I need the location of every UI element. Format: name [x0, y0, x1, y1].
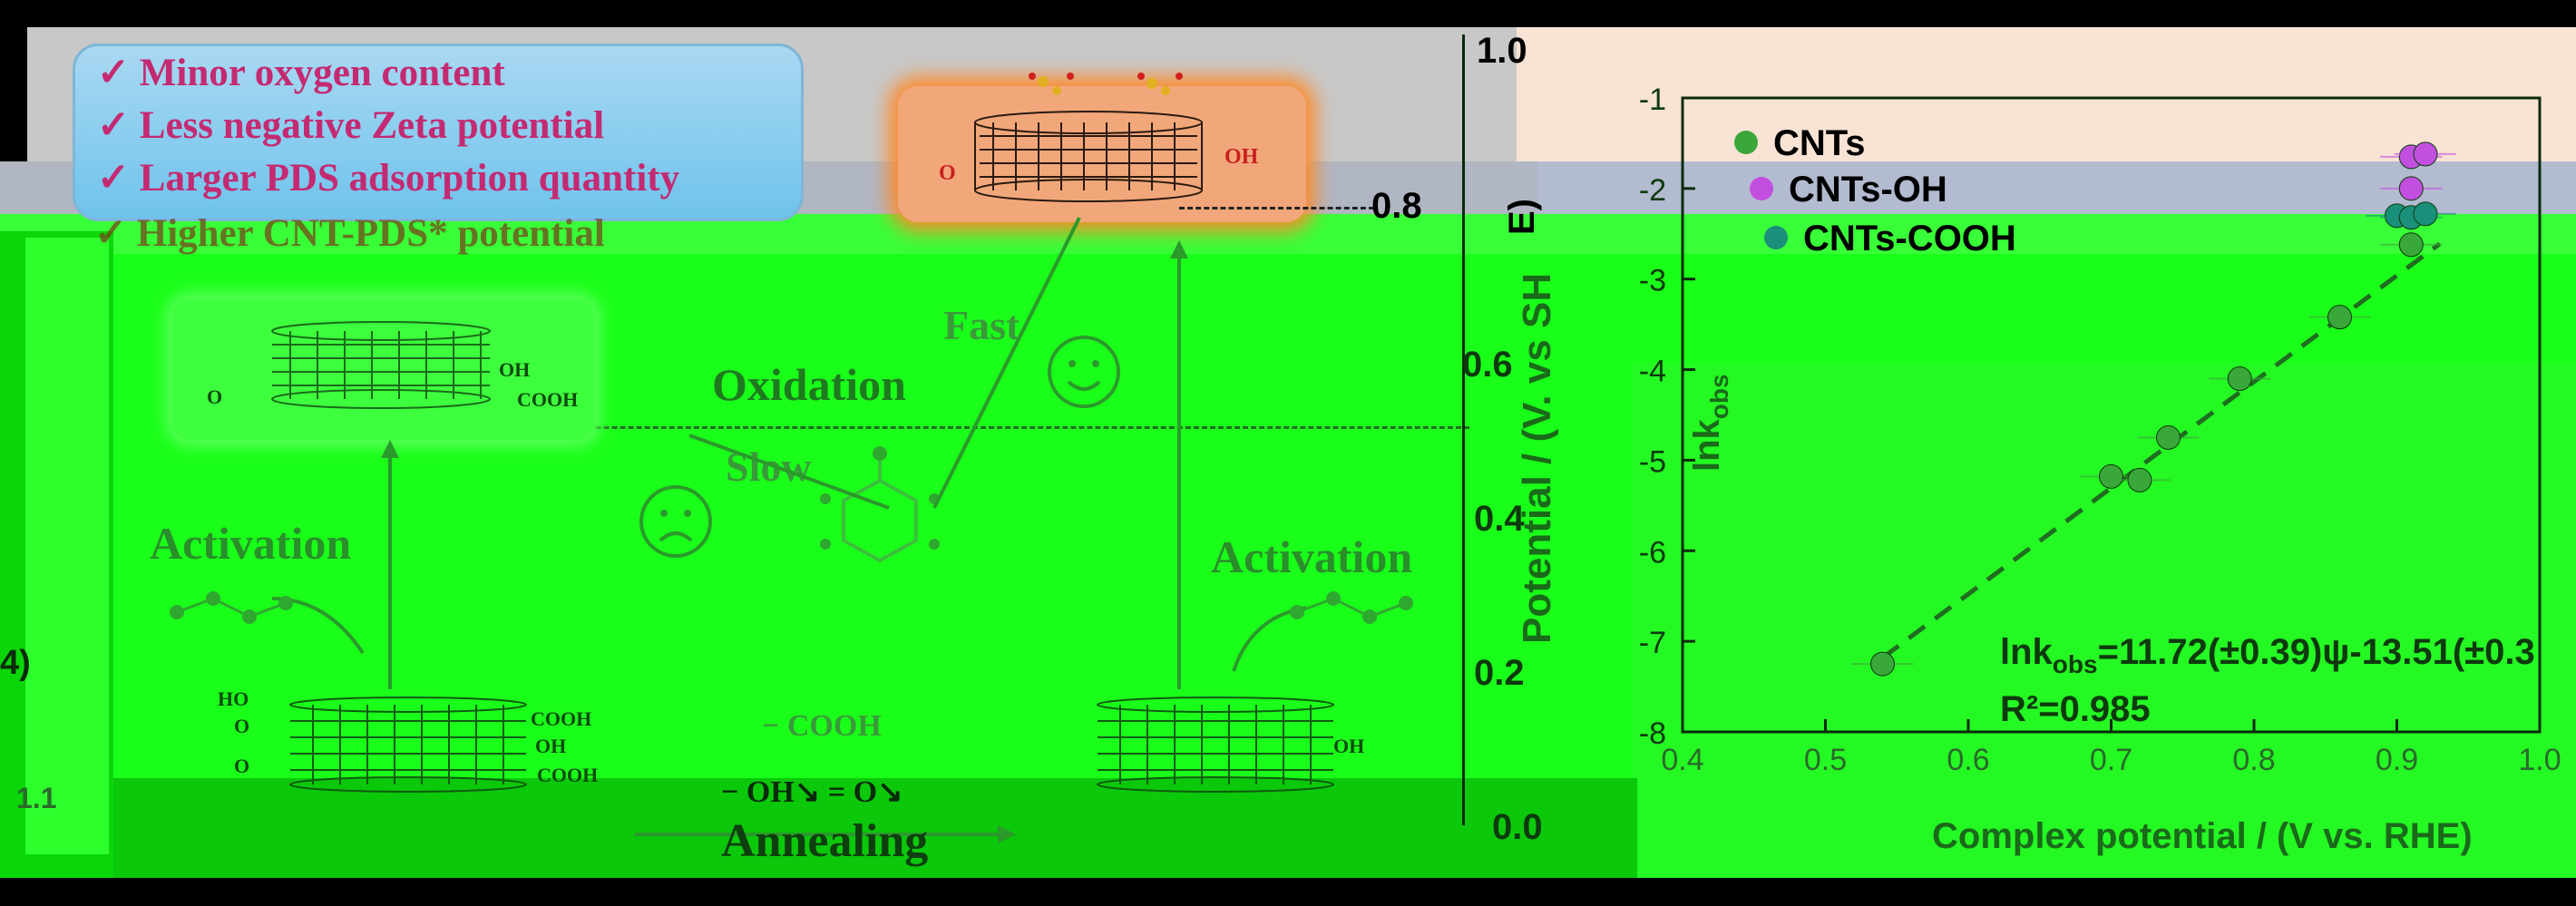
y-tick-label: -8: [1639, 716, 1666, 751]
green-right-tone: [1633, 363, 2576, 878]
y-tick-label: -7: [1639, 626, 1666, 660]
feature-checklist: ✓ Minor oxygen content ✓ Less negative Z…: [73, 44, 804, 221]
x-tick-label: 0.9: [2376, 743, 2418, 777]
y-tick-label: -1: [1639, 83, 1666, 117]
checklist-item: ✓ Minor oxygen content: [97, 52, 505, 94]
group-label-ho: HO: [218, 687, 249, 710]
x-tick-label: 0.4: [1661, 743, 1703, 777]
x-tick-label: 0.8: [2232, 743, 2275, 777]
x-axis-label: Complex potential / (V vs. RHE): [1932, 816, 2473, 856]
potential-tick-label: 0.6: [1462, 345, 1513, 385]
data-point: [2156, 424, 2181, 450]
x-tick-label: 1.0: [2518, 743, 2561, 777]
group-label-oh: OH: [535, 735, 567, 757]
potential-tick-label: 0.2: [1474, 653, 1525, 693]
y-tick-label: -2: [1639, 173, 1666, 208]
data-point: [2327, 305, 2352, 330]
checklist-item: ✓ Less negative Zeta potential: [97, 104, 605, 147]
data-point: [2398, 176, 2424, 201]
group-label-o: O: [234, 755, 250, 777]
legend-marker: [1750, 177, 1773, 200]
data-point: [2099, 463, 2123, 489]
bottom-left-cnt-image: [289, 697, 527, 793]
cooh-removal-label: − COOH: [762, 709, 882, 743]
legend-marker: [1764, 226, 1788, 249]
legend-marker: [1734, 131, 1758, 154]
potential-axis-line: [1462, 34, 1465, 825]
sad-face-icon: [639, 485, 712, 558]
potential-tick-label: 0.0: [1492, 807, 1543, 847]
fit-line: [1881, 241, 2442, 660]
bottom-black-bar: [0, 878, 2576, 906]
x-tick-label: 0.7: [2090, 743, 2132, 777]
group-label-o: O: [939, 161, 956, 185]
activation-label-left: Activation: [150, 518, 352, 569]
activated-cnt-image: [974, 73, 1203, 202]
potential-tick-label: 0.4: [1474, 499, 1525, 539]
group-label-cooh: COOH: [537, 764, 599, 786]
oh-removal-label: − OH↘ = O↘: [721, 775, 903, 809]
group-label-oh: OH: [1225, 145, 1259, 169]
data-point: [2398, 232, 2424, 258]
group-label-o: O: [234, 715, 250, 737]
oxidation-label: Oxidation: [712, 359, 906, 410]
top-black-bar: [0, 0, 2576, 27]
left-edge-text: 1.1: [16, 782, 57, 814]
group-label-oh: OH: [1333, 735, 1365, 757]
potential-tick-label: 0.8: [1371, 186, 1422, 226]
pds-molecule-right-icon: [1290, 591, 1413, 624]
y-tick-label: -4: [1639, 355, 1666, 389]
checklist-item: ✓ Larger PDS adsorption quantity: [97, 157, 680, 200]
group-label-cooh: COOH: [531, 707, 592, 730]
data-point: [2227, 366, 2252, 392]
slow-label: Slow: [726, 443, 812, 490]
data-point: [2413, 141, 2438, 167]
y-tick-label: -6: [1639, 535, 1666, 570]
y-tick-label: -5: [1639, 444, 1666, 479]
group-label-cooh: COOH: [517, 388, 579, 411]
left-edge-text: 4): [0, 644, 31, 682]
legend-label: CNTs: [1773, 123, 1865, 163]
green-left-inner: [25, 238, 109, 854]
x-tick-label: 0.5: [1804, 743, 1847, 777]
legend-label: CNTs-COOH: [1803, 219, 2016, 258]
top-peach-panel: [1517, 27, 2576, 163]
green-bottom-band: [113, 778, 1637, 878]
checklist-item: ✓ Higher CNT-PDS* potential: [94, 212, 605, 255]
group-label-oh: OH: [499, 358, 531, 381]
fit-equation: lnkobs=11.72(±0.39)ψ-13.51(±0.3: [2000, 632, 2535, 678]
happy-face-icon: [1048, 336, 1120, 408]
fast-label: Fast: [943, 302, 1020, 348]
dashed-level-upper: [1179, 207, 1374, 209]
activated-cnt-glow: [898, 86, 1306, 222]
group-label-o: O: [207, 385, 223, 408]
data-point: [1870, 651, 1895, 677]
oxidized-cnt-image: [271, 321, 491, 409]
y-axis-label: lnkobs: [1687, 374, 1733, 472]
bottom-right-cnt-image: [1097, 697, 1334, 793]
y-tick-label: -3: [1639, 264, 1666, 298]
fit-r2: R²=0.985: [2000, 689, 2151, 729]
annealing-label: Annealing: [721, 815, 929, 867]
pds-molecule-left-icon: [170, 591, 293, 624]
data-point: [2413, 201, 2438, 227]
x-tick-label: 0.6: [1947, 743, 1989, 777]
activation-label-right: Activation: [1211, 531, 1413, 582]
legend-label: CNTs-OH: [1789, 170, 1947, 209]
potential-tick-label: 1.0: [1477, 31, 1527, 71]
data-point: [2127, 467, 2152, 492]
